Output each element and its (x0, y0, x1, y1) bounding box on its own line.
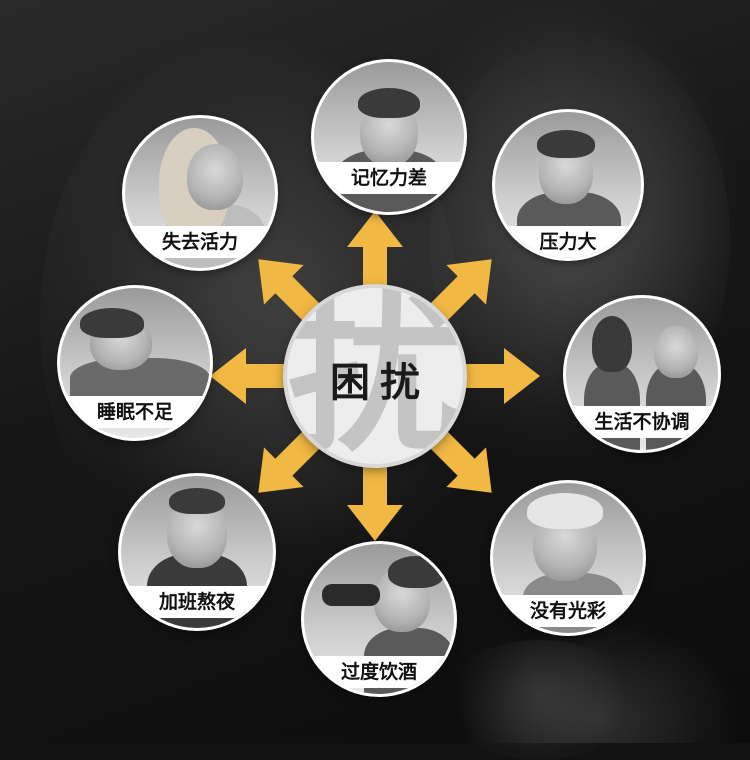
node-vitality: 失去活力 (125, 118, 275, 268)
node-sleep-hair (80, 308, 144, 338)
node-vitality-face (187, 144, 243, 210)
node-sleep-label: 睡眠不足 (60, 396, 210, 428)
arrow-to-life (455, 348, 540, 404)
node-drinking-bottle (322, 584, 380, 606)
node-drinking: 过度饮酒 (304, 544, 454, 694)
hub-title: 困扰 (330, 360, 430, 406)
node-pressure-label: 压力大 (495, 226, 641, 258)
center-hub: 扰 困扰 (287, 288, 463, 464)
node-life-hair-1 (592, 316, 632, 372)
arrow-to-memory (347, 211, 403, 296)
background-hand (440, 640, 640, 760)
node-radiance-hair (527, 493, 603, 529)
node-memory-hair (358, 88, 420, 118)
node-memory: 记忆力差 (314, 62, 464, 212)
arrow-to-pressure (423, 259, 492, 328)
arrows-layer (210, 211, 540, 541)
node-overtime-label: 加班熬夜 (121, 586, 273, 618)
node-life-face (654, 326, 698, 378)
node-drinking-hair (388, 556, 444, 588)
node-life-label: 生活不协调 (566, 406, 718, 438)
node-drinking-label: 过度饮酒 (304, 656, 454, 688)
node-pressure: 压力大 (495, 112, 641, 258)
node-radiance-label: 没有光彩 (493, 595, 643, 627)
arrow-to-overtime (258, 424, 327, 493)
node-pressure-hair (537, 130, 595, 158)
arrow-to-drinking (347, 456, 403, 541)
node-vitality-label: 失去活力 (125, 226, 275, 258)
node-overtime: 加班熬夜 (121, 476, 273, 628)
node-overtime-hair (169, 488, 225, 514)
arrow-to-sleep (210, 348, 295, 404)
node-sleep: 睡眠不足 (60, 288, 210, 438)
hub-watermark: 扰 (287, 288, 463, 464)
node-radiance: 没有光彩 (493, 483, 643, 633)
node-life: 生活不协调 (566, 298, 718, 450)
node-memory-label: 记忆力差 (314, 162, 464, 194)
arrow-to-vitality (258, 259, 327, 328)
arrow-to-radiance (423, 424, 492, 493)
